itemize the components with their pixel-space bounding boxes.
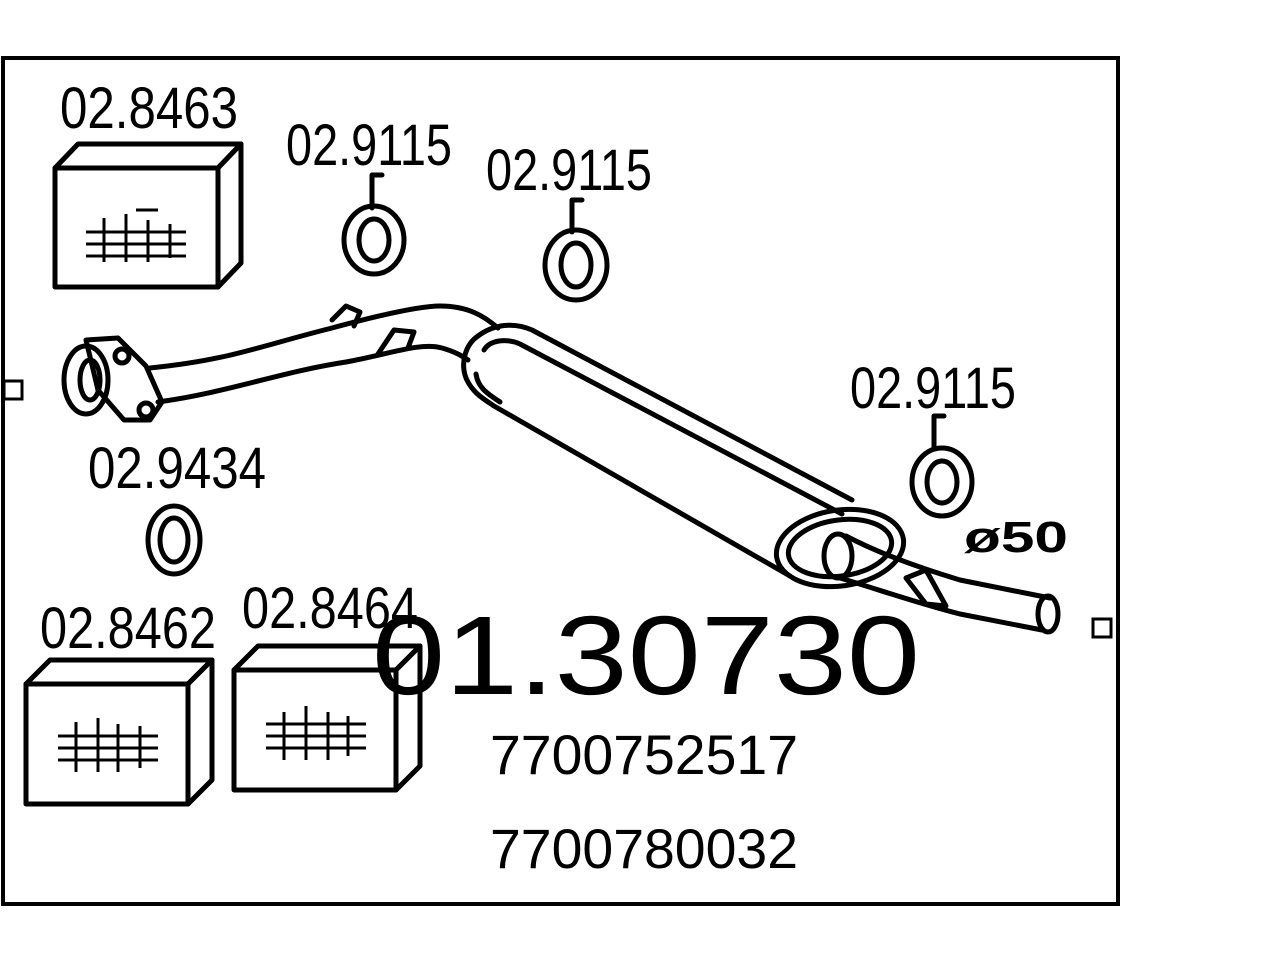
part-label-clamp-c: 02.9115 [850, 356, 1016, 421]
pipe-diameter-label: ø50 [964, 513, 1068, 562]
oem-number-2: 7700780032 [490, 817, 798, 880]
part-label-box-bottom-left: 02.8462 [40, 596, 216, 661]
frame-marker-right [1091, 617, 1113, 639]
exhaust-pipe-icon [61, 303, 1061, 635]
mounting-kit-box-icon [231, 643, 423, 793]
part-label-clamp-b: 02.9115 [486, 138, 652, 203]
flange-icon [83, 335, 165, 423]
mounting-kit-box-icon [52, 141, 244, 290]
oem-number-1: 7700752517 [490, 723, 798, 786]
part-label-gasket: 02.9434 [88, 436, 266, 501]
rubber-hanger-icon [341, 172, 407, 277]
part-label-box-top: 02.8463 [60, 76, 238, 141]
rubber-hanger-icon [909, 413, 975, 519]
frame-marker-left [2, 379, 24, 401]
part-label-clamp-a: 02.9115 [286, 113, 452, 178]
diagram-frame [1, 56, 1120, 906]
mounting-kit-box-icon [23, 657, 215, 807]
main-part-number: 01.30730 [372, 593, 920, 718]
part-label-box-bottom-mid: 02.8464 [242, 576, 418, 641]
gasket-ring-icon [145, 503, 203, 577]
rubber-hanger-icon [542, 197, 610, 303]
